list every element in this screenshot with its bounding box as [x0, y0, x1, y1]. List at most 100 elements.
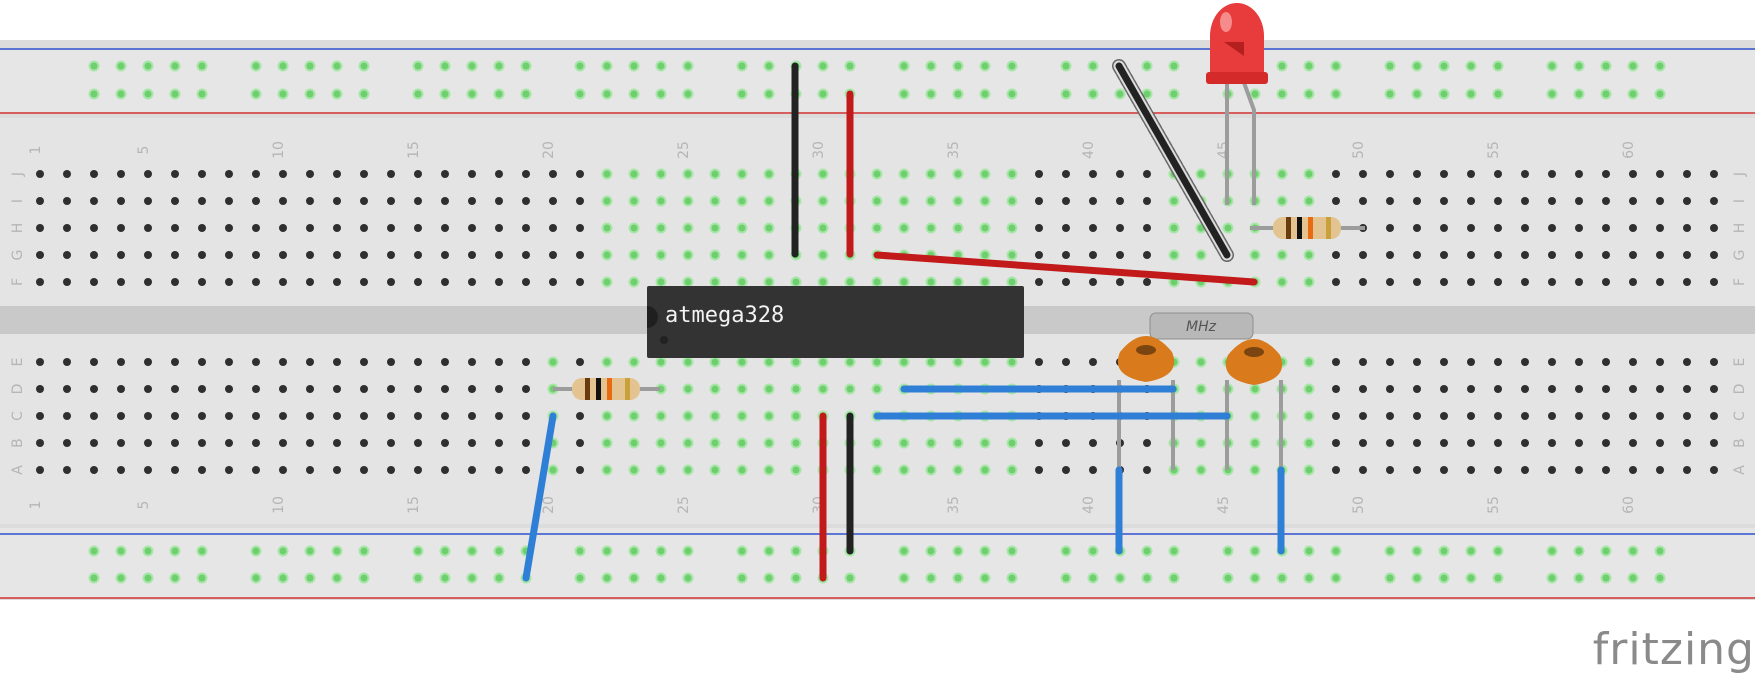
breadboard-hole: [655, 249, 667, 261]
breadboard-hole: [1683, 197, 1691, 205]
breadboard-hole: [171, 439, 179, 447]
breadboard-hole: [1062, 358, 1070, 366]
power-rail-hole: [358, 572, 370, 584]
power-rail-hole: [682, 545, 694, 557]
power-rail-hole: [1006, 88, 1018, 100]
breadboard-hole: [1440, 466, 1448, 474]
breadboard-hole: [1710, 278, 1718, 286]
breadboard-hole: [952, 222, 964, 234]
breadboard-hole: [1494, 251, 1502, 259]
breadboard-hole: [117, 412, 125, 420]
breadboard-hole: [63, 412, 71, 420]
breadboard-hole: [1249, 437, 1261, 449]
breadboard-hole: [333, 466, 341, 474]
breadboard-hole: [1656, 224, 1664, 232]
breadboard-hole: [1683, 412, 1691, 420]
power-rail-hole: [1006, 545, 1018, 557]
breadboard-hole: [360, 439, 368, 447]
breadboard-hole: [225, 197, 233, 205]
breadboard-hole: [1035, 358, 1043, 366]
breadboard-hole: [63, 224, 71, 232]
top-power-rail: [0, 50, 1755, 114]
breadboard-hole: [1710, 412, 1718, 420]
breadboard-hole: [709, 195, 721, 207]
row-letter: J: [10, 172, 26, 177]
breadboard-hole: [952, 437, 964, 449]
breadboard-hole: [1521, 385, 1529, 393]
breadboard-hole: [1467, 224, 1475, 232]
breadboard-hole: [601, 356, 613, 368]
breadboard-hole: [225, 170, 233, 178]
breadboard-hole: [601, 464, 613, 476]
power-rail-hole: [466, 88, 478, 100]
breadboard-hole: [736, 356, 748, 368]
breadboard-hole: [1656, 251, 1664, 259]
power-rail-hole: [601, 545, 613, 557]
power-rail-hole: [682, 88, 694, 100]
breadboard-hole: [1521, 439, 1529, 447]
breadboard-hole: [655, 410, 667, 422]
breadboard-hole: [171, 170, 179, 178]
breadboard-hole: [522, 358, 530, 366]
breadboard-hole: [1575, 278, 1583, 286]
breadboard-hole: [1413, 224, 1421, 232]
breadboard-hole: [360, 358, 368, 366]
breadboard-hole: [709, 437, 721, 449]
breadboard-hole: [468, 358, 476, 366]
breadboard-hole: [736, 195, 748, 207]
breadboard-hole: [682, 383, 694, 395]
power-rail-hole: [439, 572, 451, 584]
breadboard-hole: [1548, 385, 1556, 393]
breadboard-hole: [495, 358, 503, 366]
breadboard-hole: [1035, 170, 1043, 178]
breadboard-hole: [790, 356, 802, 368]
breadboard-hole: [117, 197, 125, 205]
breadboard-hole: [1035, 466, 1043, 474]
wire-red-diagonal: [873, 251, 1258, 286]
breadboard-hole: [360, 278, 368, 286]
breadboard-hole: [117, 170, 125, 178]
breadboard-hole: [171, 278, 179, 286]
breadboard-hole: [1332, 412, 1340, 420]
breadboard-hole: [1656, 197, 1664, 205]
breadboard-hole: [252, 439, 260, 447]
breadboard-hole: [1089, 170, 1097, 178]
power-rail-hole: [952, 88, 964, 100]
breadboard-hole: [601, 249, 613, 261]
breadboard-hole: [1332, 197, 1340, 205]
breadboard-hole: [36, 385, 44, 393]
breadboard-hole: [925, 356, 937, 368]
breadboard-hole: [1413, 439, 1421, 447]
breadboard-hole: [387, 439, 395, 447]
power-rail-hole: [169, 572, 181, 584]
breadboard-hole: [387, 358, 395, 366]
breadboard-hole: [441, 197, 449, 205]
breadboard-hole: [387, 251, 395, 259]
breadboard-hole: [144, 224, 152, 232]
power-rail-hole: [655, 88, 667, 100]
breadboard-hole: [1168, 222, 1180, 234]
breadboard-hole: [333, 251, 341, 259]
breadboard-hole: [1386, 251, 1394, 259]
breadboard-hole: [1575, 224, 1583, 232]
row-letter: G: [10, 250, 26, 261]
breadboard-hole: [414, 170, 422, 178]
breadboard-hole: [252, 197, 260, 205]
breadboard-hole: [36, 278, 44, 286]
breadboard-hole: [682, 222, 694, 234]
breadboard-hole: [1332, 385, 1340, 393]
breadboard-hole: [468, 278, 476, 286]
breadboard-hole: [628, 222, 640, 234]
breadboard-hole: [1116, 224, 1124, 232]
breadboard-hole: [925, 168, 937, 180]
breadboard-hole: [1467, 358, 1475, 366]
column-number: 40: [1081, 141, 1097, 159]
breadboard-hole: [1629, 412, 1637, 420]
breadboard-hole: [306, 466, 314, 474]
breadboard-hole: [682, 464, 694, 476]
power-rail-hole: [142, 545, 154, 557]
breadboard-hole: [117, 358, 125, 366]
power-rail-hole: [493, 572, 505, 584]
breadboard-hole: [252, 385, 260, 393]
breadboard-hole: [414, 466, 422, 474]
